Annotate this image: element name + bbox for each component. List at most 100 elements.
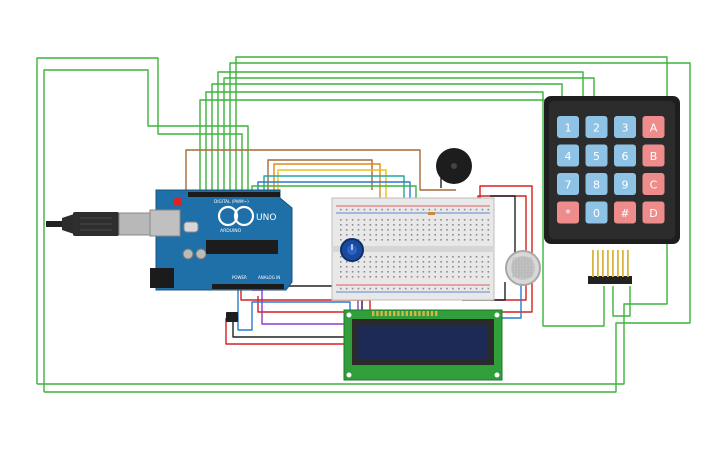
keypad-key-label: 6: [622, 150, 629, 163]
keypad-key[interactable]: 0: [585, 201, 608, 224]
breadboard-hole: [345, 271, 348, 273]
breadboard-hole: [387, 266, 389, 268]
keypad-key-label: *: [565, 207, 571, 220]
breadboard-hole: [369, 224, 372, 226]
breadboard-hole: [481, 229, 484, 231]
breadboard-hole: [393, 266, 395, 268]
keypad-key[interactable]: A: [642, 116, 665, 138]
breadboard-hole: [422, 224, 425, 226]
breadboard-hole: [363, 276, 366, 278]
breadboard-hole: [434, 271, 436, 273]
breadboard-hole: [363, 261, 366, 263]
breadboard-hole: [381, 271, 383, 273]
breadboard-hole: [410, 229, 413, 231]
breadboard-hole: [399, 276, 401, 278]
wire-blue: [237, 290, 351, 331]
breadboard-hole: [440, 266, 442, 268]
keypad-key[interactable]: 6: [614, 144, 636, 167]
breadboard-hole: [340, 239, 342, 241]
keypad-key-face: [557, 116, 579, 138]
keypad-key[interactable]: 2: [585, 116, 608, 138]
breadboard-hole: [351, 229, 354, 231]
breadboard-hole: [340, 224, 342, 226]
keypad-key[interactable]: C: [642, 173, 665, 195]
breadboard-hole: [446, 271, 448, 273]
breadboard-hole: [422, 229, 425, 231]
keypad-key[interactable]: D: [642, 201, 665, 224]
breadboard-hole: [428, 239, 431, 241]
keypad-key[interactable]: 8: [585, 173, 608, 195]
keypad-key[interactable]: 4: [557, 144, 579, 167]
breadboard-hole: [369, 261, 372, 263]
breadboard-hole: [357, 234, 360, 236]
keypad-key[interactable]: 5: [585, 144, 608, 167]
keypad-key[interactable]: B: [642, 144, 665, 167]
breadboard-hole: [357, 224, 360, 226]
breadboard-hole: [345, 219, 348, 221]
breadboard-hole: [463, 276, 466, 278]
breadboard-hole: [446, 266, 448, 268]
breadboard-hole: [434, 234, 436, 236]
breadboard-hole: [481, 261, 484, 263]
breadboard-hole: [399, 219, 401, 221]
breadboard-hole: [381, 287, 383, 290]
breadboard-hole: [393, 239, 395, 241]
keypad-key[interactable]: 1: [557, 116, 579, 138]
resistor: [428, 212, 435, 215]
breadboard-hole: [416, 266, 419, 268]
breadboard-hole: [458, 256, 460, 258]
breadboard-hole: [434, 239, 436, 241]
breadboard-hole: [487, 208, 490, 211]
breadboard-hole: [363, 229, 366, 231]
keypad-key-label: 4: [565, 150, 572, 163]
breadboard-hole: [440, 208, 442, 211]
breadboard-hole: [416, 219, 419, 221]
wire-green: [36, 57, 243, 384]
keypad-key-face: [557, 201, 579, 224]
breadboard-hole: [369, 239, 372, 241]
breadboard-hole: [393, 208, 395, 211]
keypad-key[interactable]: 7: [557, 173, 579, 195]
breadboard-hole: [487, 219, 490, 221]
breadboard-hole: [399, 287, 401, 290]
wire-green: [223, 77, 595, 190]
breadboard-hole: [351, 271, 354, 273]
breadboard-hole: [340, 266, 342, 268]
usb-cable-end: [46, 221, 64, 227]
breadboard-hole: [458, 234, 460, 236]
breadboard-hole: [393, 256, 395, 258]
breadboard-hole: [481, 287, 484, 290]
keypad-key[interactable]: 9: [614, 173, 636, 195]
lcd-pin: [401, 311, 404, 316]
breadboard-hole: [481, 208, 484, 211]
keypad-key-label: B: [650, 150, 658, 163]
breadboard-hole: [446, 234, 448, 236]
breadboard-hole: [422, 261, 425, 263]
breadboard-hole: [487, 229, 490, 231]
breadboard-hole: [440, 261, 442, 263]
breadboard-hole: [481, 234, 484, 236]
keypad-key[interactable]: #: [614, 201, 636, 224]
lcd-display: [343, 309, 503, 381]
reset-button[interactable]: [174, 198, 182, 206]
keypad-key[interactable]: 3: [614, 116, 636, 138]
breadboard-hole: [369, 219, 372, 221]
breadboard-hole: [463, 208, 466, 211]
breadboard-hole: [428, 256, 431, 258]
breadboard-hole: [452, 229, 454, 231]
keypad-key[interactable]: *: [557, 201, 579, 224]
breadboard-hole: [416, 271, 419, 273]
breadboard-hole: [387, 208, 389, 211]
lcd-mount-hole: [494, 372, 500, 378]
breadboard-hole: [363, 234, 366, 236]
breadboard-hole: [440, 229, 442, 231]
breadboard-hole: [399, 224, 401, 226]
breadboard-hole: [387, 234, 389, 236]
keypad-key-label: A: [650, 122, 658, 135]
brand-label: ARDUINO: [220, 228, 242, 234]
breadboard-hole: [428, 266, 431, 268]
breadboard-hole: [446, 224, 448, 226]
breadboard-hole: [381, 261, 383, 263]
keypad-key-label: #: [620, 207, 629, 220]
